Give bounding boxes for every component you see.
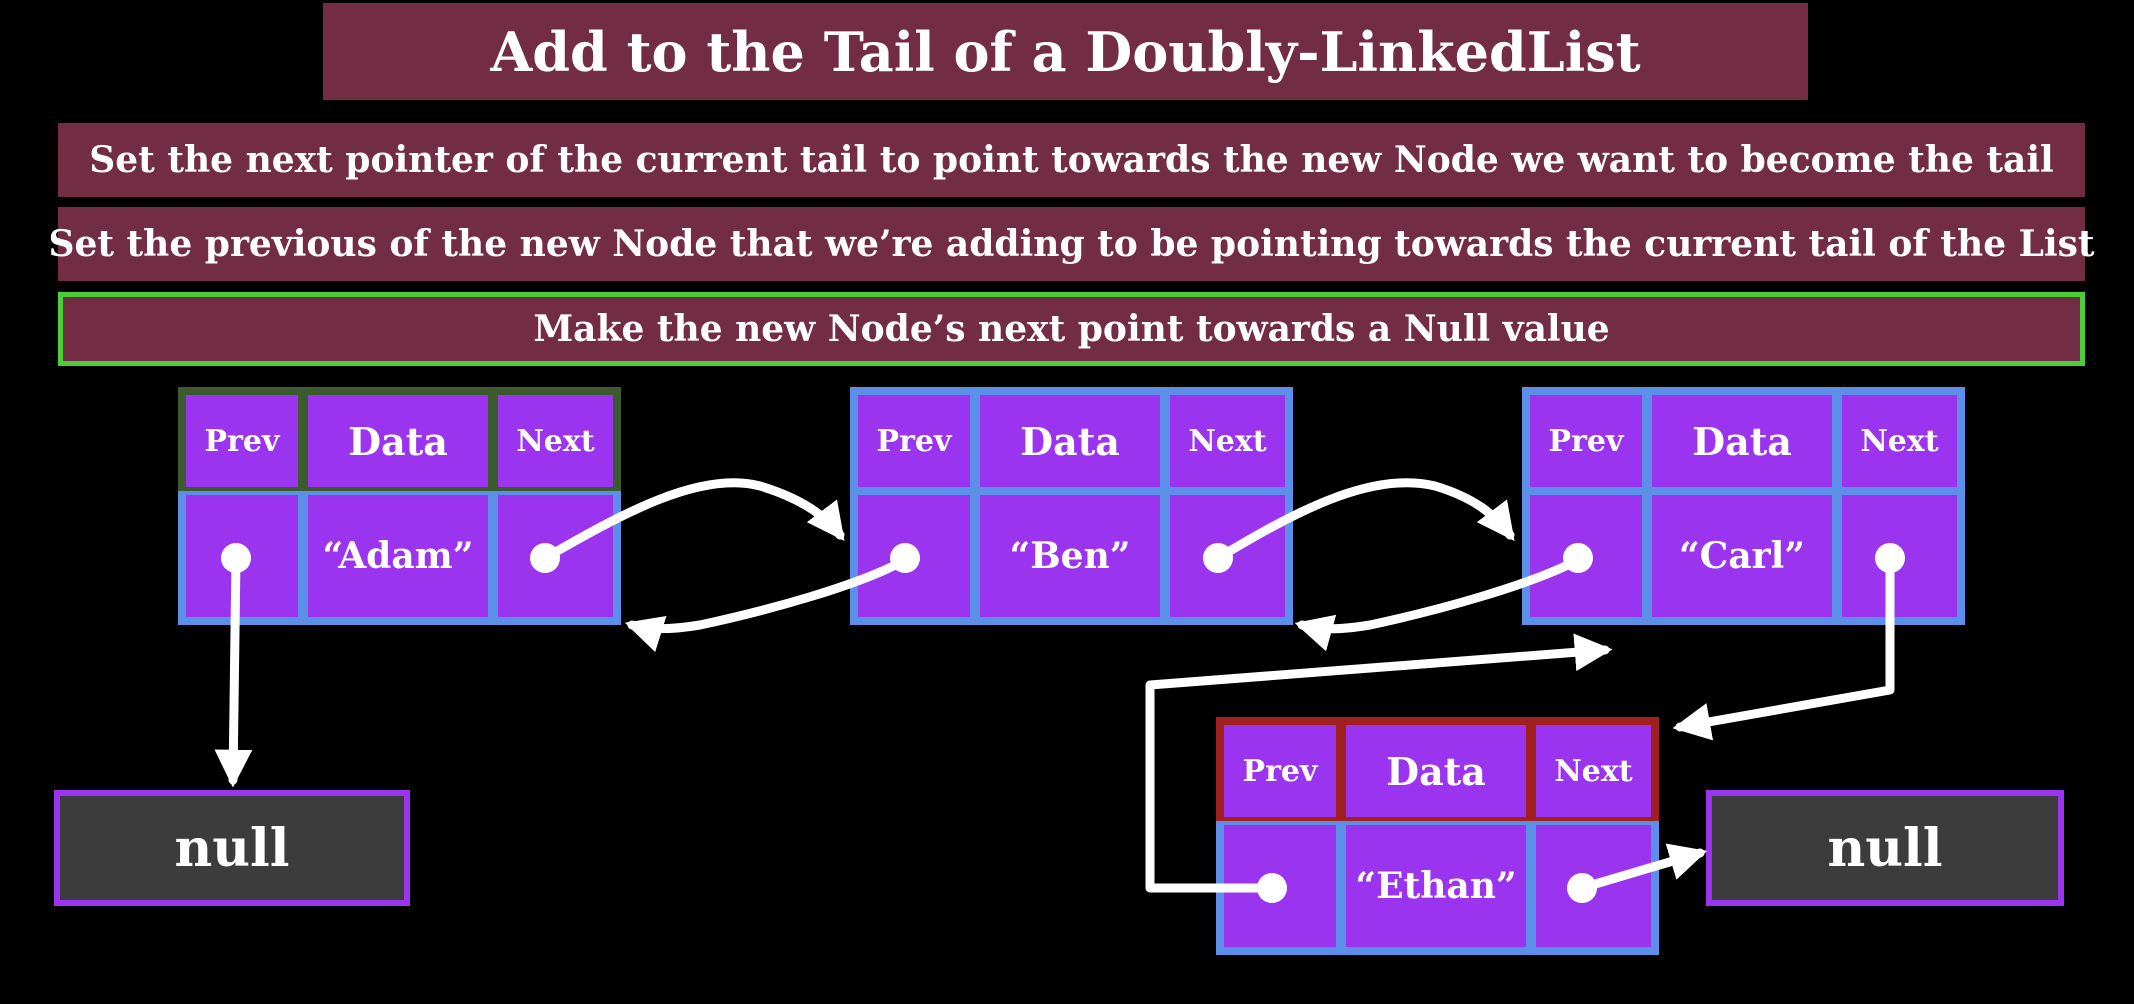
- node-carl-prev-header: Prev: [1530, 395, 1642, 487]
- node-ben-data-header: Data: [980, 395, 1160, 487]
- node-carl-data-header: Data: [1652, 395, 1832, 487]
- node-carl-next-header: Next: [1842, 395, 1957, 487]
- pointer-dot-ethan-next: [1567, 873, 1597, 903]
- step-3-banner-active: Make the new Node’s next point towards a…: [58, 292, 2085, 366]
- node-ethan-prev-header: Prev: [1224, 725, 1336, 817]
- node-ben-value: “Ben”: [980, 495, 1160, 617]
- arrow-adam-next-to-ben: [540, 478, 845, 563]
- step-1-banner: Set the next pointer of the current tail…: [58, 123, 2085, 197]
- node-ben-next-header: Next: [1170, 395, 1285, 487]
- node-adam-value: “Adam”: [308, 495, 488, 617]
- node-ben: Prev Data Next “Ben”: [850, 387, 1293, 625]
- pointer-dot-carl-next: [1875, 543, 1905, 573]
- pointer-dot-adam-prev: [221, 543, 251, 573]
- node-ethan-data-header: Data: [1346, 725, 1526, 817]
- node-ethan: Prev Data Next “Ethan”: [1216, 717, 1659, 955]
- node-adam-prev-header: Prev: [186, 395, 298, 487]
- node-adam-data-header: Data: [308, 395, 488, 487]
- null-box-head: null: [54, 790, 410, 906]
- null-box-tail: null: [1706, 790, 2064, 906]
- arrow-ben-next-to-carl: [1213, 478, 1515, 563]
- node-ben-prev-header: Prev: [858, 395, 970, 487]
- arrow-carl-prev-to-ben: [1294, 555, 1583, 652]
- pointer-dot-ethan-prev: [1257, 873, 1287, 903]
- node-adam: Prev Data Next “Adam”: [178, 387, 621, 625]
- arrow-ethan-prev-to-carl: [1145, 633, 1613, 893]
- step-2-banner: Set the previous of the new Node that we…: [48, 207, 2095, 281]
- node-adam-next-header: Next: [498, 395, 613, 487]
- arrow-ethan-next-to-null: [1577, 843, 1708, 893]
- node-carl: Prev Data Next “Carl”: [1522, 387, 1965, 625]
- node-carl-value: “Carl”: [1652, 495, 1832, 617]
- node-ethan-next-header: Next: [1536, 725, 1651, 817]
- arrow-carl-next-to-ethan: [1672, 553, 1895, 741]
- arrow-adam-prev-to-null: [214, 553, 253, 788]
- arrow-ben-prev-to-adam: [624, 555, 910, 653]
- pointer-dot-ben-prev: [890, 543, 920, 573]
- pointer-dot-ben-next: [1203, 543, 1233, 573]
- pointer-dot-adam-next: [530, 543, 560, 573]
- node-ethan-value: “Ethan”: [1346, 825, 1526, 947]
- page-title: Add to the Tail of a Doubly-LinkedList: [323, 3, 1808, 100]
- pointer-dot-carl-prev: [1563, 543, 1593, 573]
